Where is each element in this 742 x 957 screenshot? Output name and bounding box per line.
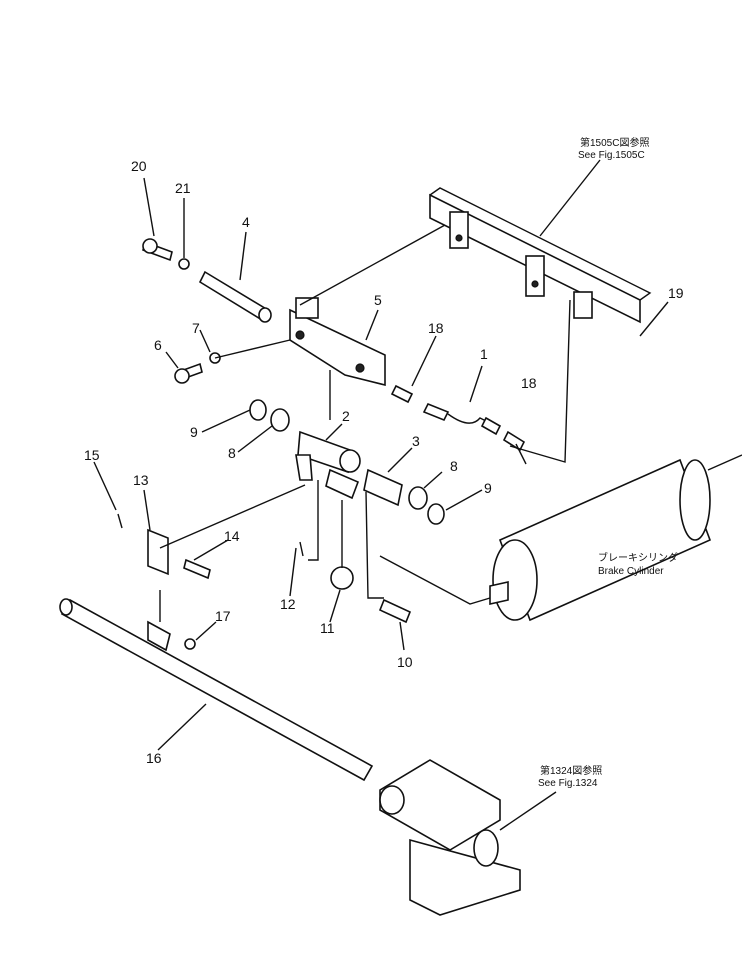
callout-9-right: 9 — [484, 480, 492, 496]
part-16-shaft — [59, 598, 374, 782]
callout-2: 2 — [342, 408, 350, 424]
callout-17: 17 — [215, 608, 231, 624]
part-18-fitting-left — [390, 384, 414, 404]
note-fig1324-jp: 第1324図参照 — [540, 766, 603, 777]
callout-11: 11 — [320, 620, 335, 636]
part-1-hose — [422, 402, 502, 436]
callout-5: 5 — [374, 292, 382, 308]
part-11-roller — [330, 566, 354, 590]
callout-10: 10 — [397, 654, 413, 670]
frame-bracket — [429, 187, 652, 324]
part-8-bushing-right — [408, 486, 428, 510]
part-14-pin — [183, 558, 211, 580]
callout-19: 19 — [668, 285, 684, 301]
callout-14: 14 — [224, 528, 240, 544]
callout-1: 1 — [480, 346, 488, 362]
callout-20: 20 — [131, 158, 147, 174]
note-fig1324-en: See Fig.1324 — [538, 778, 598, 789]
callout-3: 3 — [412, 433, 420, 449]
part-5-plate — [289, 297, 386, 387]
part-2-lever — [295, 430, 361, 500]
callout-21: 21 — [175, 180, 191, 196]
callout-4: 4 — [242, 214, 250, 230]
part-13-clevis — [147, 528, 169, 576]
part-18-fitting-right — [502, 430, 526, 452]
part-8-bushing-left — [270, 408, 290, 432]
callout-13: 13 — [133, 472, 149, 488]
callout-8-left: 8 — [228, 445, 236, 461]
callout-16: 16 — [146, 750, 162, 766]
part-17-pin — [184, 638, 196, 650]
note-fig1505-jp: 第1505C図参照 — [580, 138, 650, 149]
part-6-bolt — [174, 362, 203, 384]
note-brake-en: Brake Cylinder — [598, 566, 664, 577]
part-3-bushing — [363, 468, 403, 507]
callout-7: 7 — [192, 320, 200, 336]
callout-12: 12 — [280, 596, 296, 612]
callout-8-right: 8 — [450, 458, 458, 474]
part-4-pin — [198, 270, 272, 323]
part-15-cotter — [117, 513, 123, 529]
part-12-cotter — [299, 541, 304, 557]
callout-18-right: 18 — [521, 375, 537, 391]
callout-15: 15 — [84, 447, 100, 463]
part-21-washer — [178, 258, 190, 270]
note-fig1505-en: See Fig.1505C — [578, 150, 645, 161]
part-9-seal-right — [427, 503, 445, 525]
callout-18-left: 18 — [428, 320, 444, 336]
part-10-pin — [378, 598, 412, 624]
note-brake-jp: ブレーキシリンダ — [598, 553, 678, 564]
part-20-bolt — [142, 238, 173, 262]
leader-lines — [93, 159, 669, 831]
callout-6: 6 — [154, 337, 162, 353]
part-9-seal-left — [249, 399, 267, 421]
pedal-bracket — [379, 759, 521, 916]
brake-cylinder — [489, 454, 742, 622]
callout-9-left: 9 — [190, 424, 198, 440]
